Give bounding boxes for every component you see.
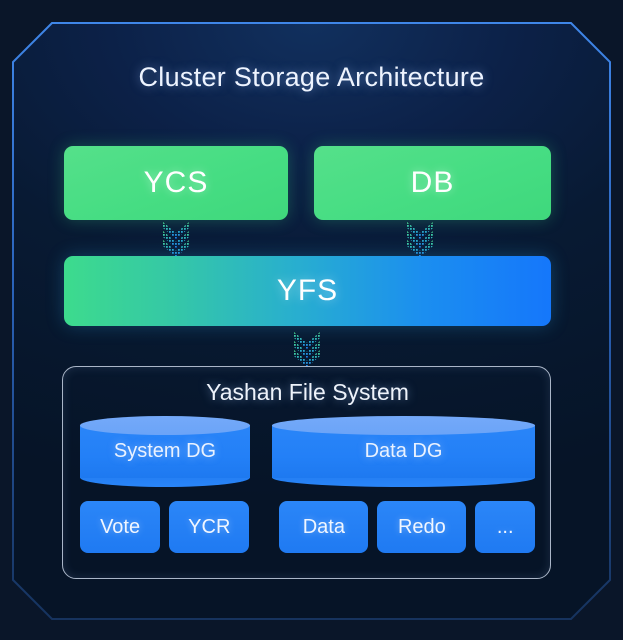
data-dg-cylinder[interactable]: Data DG: [272, 416, 535, 487]
page-title: Cluster Storage Architecture: [138, 62, 485, 92]
system-dg-label: System DG: [113, 440, 217, 462]
panel-title: Yashan File System: [206, 379, 409, 405]
yfs-bar[interactable]: YFS: [64, 256, 551, 326]
ycs-label: YCS: [143, 166, 209, 199]
yfs-label: YFS: [276, 274, 339, 307]
chip-ycr[interactable]: YCR: [169, 501, 250, 553]
chip-label: Vote: [100, 515, 141, 538]
chip-data[interactable]: Data: [279, 501, 369, 553]
chip-vote[interactable]: Vote: [80, 501, 161, 553]
db-label: DB: [410, 166, 455, 199]
yashan-file-system-panel: Yashan File System System DG Data DG Vot…: [62, 366, 551, 579]
chip-label: Data: [302, 515, 345, 538]
top-layer-row: YCS DB: [64, 146, 551, 220]
disk-group-row: System DG Data DG: [80, 416, 535, 487]
chip-more[interactable]: ...: [475, 501, 535, 553]
chip-label: ...: [496, 515, 514, 538]
cylinder-top-ellipse: [80, 416, 250, 435]
arrow-yfs-to-yashan: [294, 332, 320, 366]
file-type-chip-row: Vote YCR Data Redo ...: [80, 501, 535, 553]
arrow-db-to-yfs: [407, 222, 433, 256]
arrow-ycs-to-yfs: [163, 222, 189, 256]
system-dg-cylinder[interactable]: System DG: [80, 416, 250, 487]
data-dg-label: Data DG: [364, 440, 443, 462]
chip-redo[interactable]: Redo: [377, 501, 467, 553]
chip-label: Redo: [397, 515, 446, 538]
cylinder-top-ellipse: [272, 416, 535, 435]
db-box[interactable]: DB: [314, 146, 551, 220]
ycs-box[interactable]: YCS: [64, 146, 288, 220]
chip-label: YCR: [188, 515, 231, 538]
